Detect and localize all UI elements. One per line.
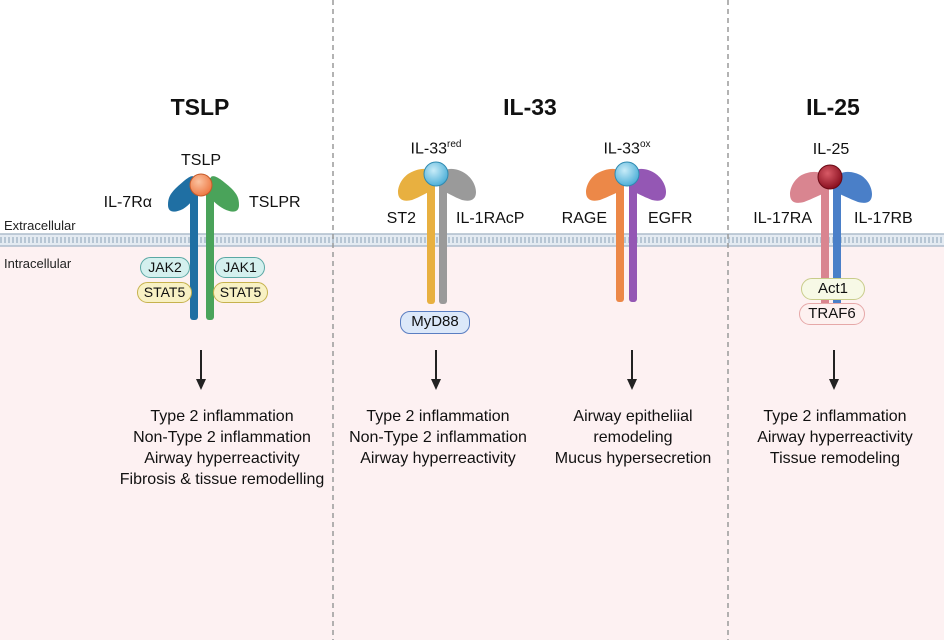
tslp-outcomes: Type 2 inflammation Non-Type 2 inflammat…	[120, 406, 325, 490]
il25-ligand-label: IL-25	[812, 141, 850, 158]
jak2-box: JAK2	[140, 257, 190, 278]
cell-membrane	[0, 233, 944, 247]
tslpr-receptor	[206, 176, 239, 320]
outcome-line: Airway hyperreactivity	[360, 450, 516, 467]
stat5-right-box: STAT5	[213, 282, 268, 303]
outcome-line: Type 2 inflammation	[150, 408, 294, 425]
il33-red-label: IL-33red	[410, 139, 462, 158]
il33-ox-outcomes: Airway epitheliial remodeling Mucus hype…	[555, 406, 712, 469]
il33-ox-ligand	[614, 161, 640, 187]
tslp-ligand	[189, 173, 213, 197]
il17ra-label: IL-17RA	[753, 210, 812, 227]
outcome-line: Tissue remodeling	[769, 450, 901, 467]
act1-box: Act1	[801, 278, 865, 300]
st2-receptor	[398, 168, 435, 304]
st2-label: ST2	[386, 210, 416, 227]
arrow-il25	[829, 350, 839, 390]
myd88-box: MyD88	[400, 311, 470, 334]
outcome-line: Airway hyperreactivity	[144, 450, 300, 467]
outcome-line: Mucus hypersecretion	[554, 450, 712, 467]
outcome-line: Fibrosis & tissue remodelling	[119, 471, 325, 488]
intracellular-label: Intracellular	[4, 256, 72, 271]
outcome-line: remodeling	[593, 429, 673, 446]
il25-ligand	[817, 164, 843, 190]
rage-label: RAGE	[561, 210, 607, 227]
il33-red-outcomes: Type 2 inflammation Non-Type 2 inflammat…	[349, 406, 527, 469]
rage-receptor	[586, 168, 624, 302]
extracellular-label: Extracellular	[4, 218, 76, 233]
arrow-tslp	[196, 350, 206, 390]
egfr-label: EGFR	[648, 210, 693, 227]
traf6-box: TRAF6	[799, 303, 865, 325]
intracellular-region	[0, 246, 944, 640]
arrow-il33-red	[431, 350, 441, 390]
tslp-heading: TSLP	[170, 94, 230, 120]
il17rb-receptor	[833, 171, 872, 308]
il25-outcomes: Type 2 inflammation Airway hyperreactivi…	[757, 406, 913, 469]
il1racp-receptor	[439, 168, 476, 304]
il7ra-label: IL-7Rα	[103, 194, 152, 211]
il1racp-label: IL-1RAcP	[456, 210, 525, 227]
tslpr-label: TSLPR	[249, 194, 301, 211]
outcome-line: Airway hyperreactivity	[757, 429, 913, 446]
il33-heading: IL-33	[503, 94, 557, 120]
il7ra-receptor	[168, 176, 198, 320]
il33-red-ligand	[423, 161, 449, 187]
il25-heading: IL-25	[806, 94, 860, 120]
il33-ox-label: IL-33ox	[603, 139, 651, 158]
outcome-line: Non-Type 2 inflammation	[133, 429, 311, 446]
il17ra-receptor	[790, 171, 829, 308]
outcome-line: Type 2 inflammation	[763, 408, 907, 425]
il17rb-label: IL-17RB	[854, 210, 913, 227]
stat5-left-box: STAT5	[137, 282, 192, 303]
egfr-receptor	[629, 168, 666, 302]
outcome-line: Airway epitheliial	[573, 408, 693, 425]
jak1-box: JAK1	[215, 257, 265, 278]
tslp-ligand-label: TSLP	[180, 152, 222, 169]
outcome-line: Non-Type 2 inflammation	[349, 429, 527, 446]
outcome-line: Type 2 inflammation	[366, 408, 510, 425]
arrow-il33-ox	[627, 350, 637, 390]
